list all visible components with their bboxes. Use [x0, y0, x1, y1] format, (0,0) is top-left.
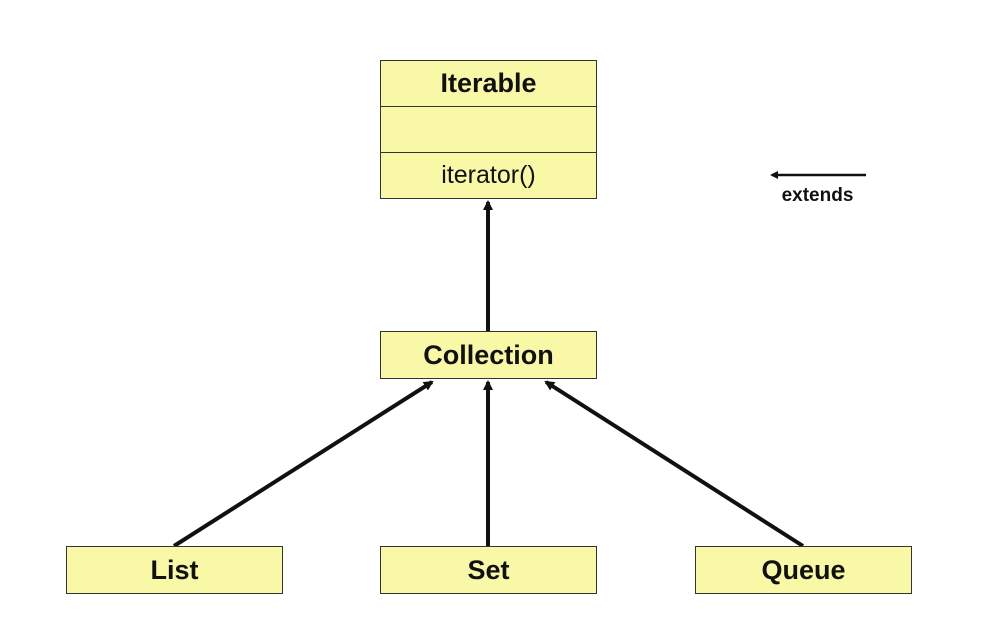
iterable-attributes-compartment: [381, 106, 596, 152]
set-class-box: Set: [380, 546, 597, 594]
iterable-class-name: Iterable: [440, 68, 537, 98]
iterable-class-box: Iterable iterator(): [380, 60, 597, 199]
edge-queue-to-collection: [544, 380, 805, 548]
legend-extends-label: extends: [781, 185, 854, 206]
collection-class-name: Collection: [423, 339, 554, 370]
list-class-name: List: [150, 554, 199, 585]
edge-list-to-collection: [172, 380, 434, 548]
queue-class-box: Queue: [695, 546, 912, 594]
list-class-box: List: [66, 546, 283, 594]
collection-class-box: Collection: [380, 331, 597, 379]
iterable-method-iterator: iterator(): [381, 152, 596, 198]
set-class-name: Set: [467, 554, 510, 585]
queue-class-name: Queue: [761, 554, 846, 585]
